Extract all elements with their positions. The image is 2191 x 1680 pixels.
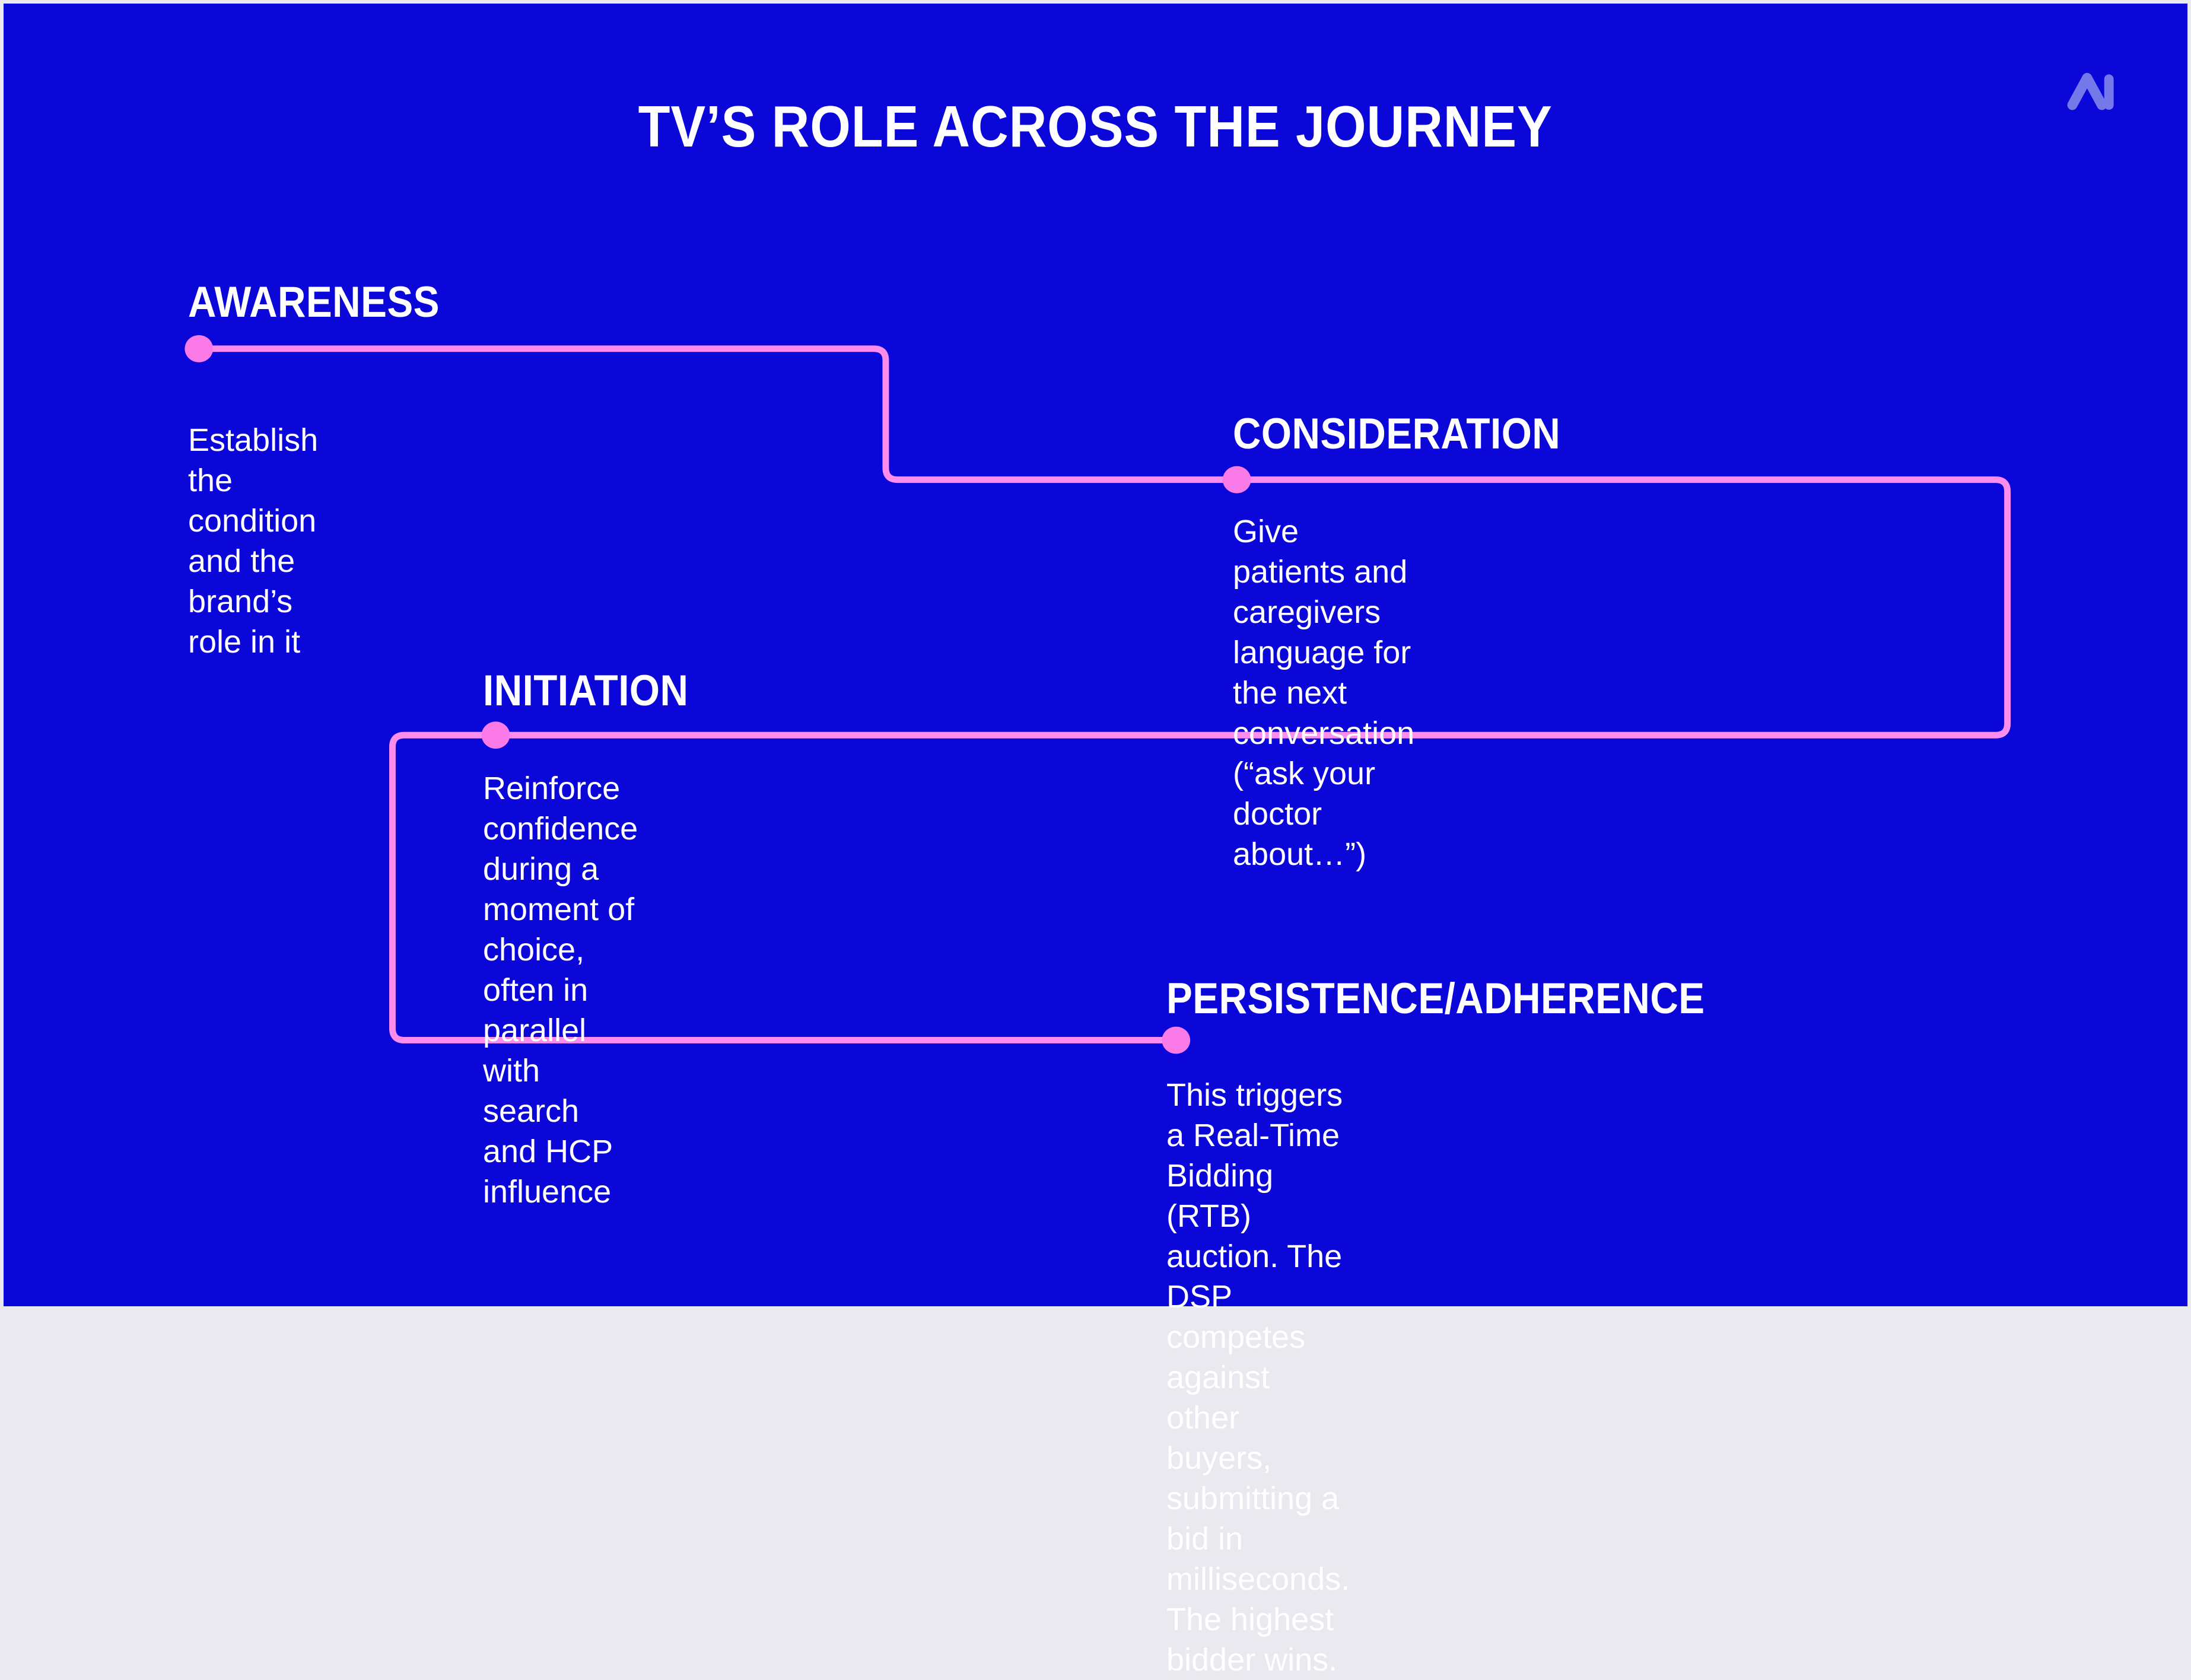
page-title: TV’S ROLE ACROSS THE JOURNEY [638, 94, 1553, 159]
ai-logo [2067, 72, 2114, 110]
slide-background: TV’S ROLE ACROSS THE JOURNEY AWARENESS E… [4, 4, 2187, 1678]
journey-path [195, 345, 2011, 1043]
stage-consideration-label: CONSIDERATION [1233, 410, 1561, 458]
stage-awareness-description: Establish the condition and the brand’s … [188, 422, 319, 660]
stage-dot-awareness [185, 335, 214, 362]
stage-dot-initiation [481, 721, 510, 749]
lambda-icon [2067, 72, 2107, 110]
stage-dot-consideration [1222, 466, 1251, 494]
journey-path-layer [185, 72, 2114, 1054]
stage-awareness-label: AWARENESS [188, 278, 440, 326]
stage-initiation-description: Reinforce confidence during a moment of … [483, 771, 638, 1210]
stage-initiation-label: INITIATION [483, 667, 689, 715]
stage-persistence-description: This triggers a Real-Time Bidding (RTB) … [1166, 1077, 1350, 1678]
slide-canvas: { "slide": { "title": "TV’S ROLE ACROSS … [4, 4, 2187, 1678]
stage-consideration-description: Give patients and caregivers language fo… [1233, 514, 1415, 872]
stage-dot-persistence [1162, 1026, 1191, 1054]
stage-persistence-label: PERSISTENCE/ADHERENCE [1166, 975, 1705, 1023]
